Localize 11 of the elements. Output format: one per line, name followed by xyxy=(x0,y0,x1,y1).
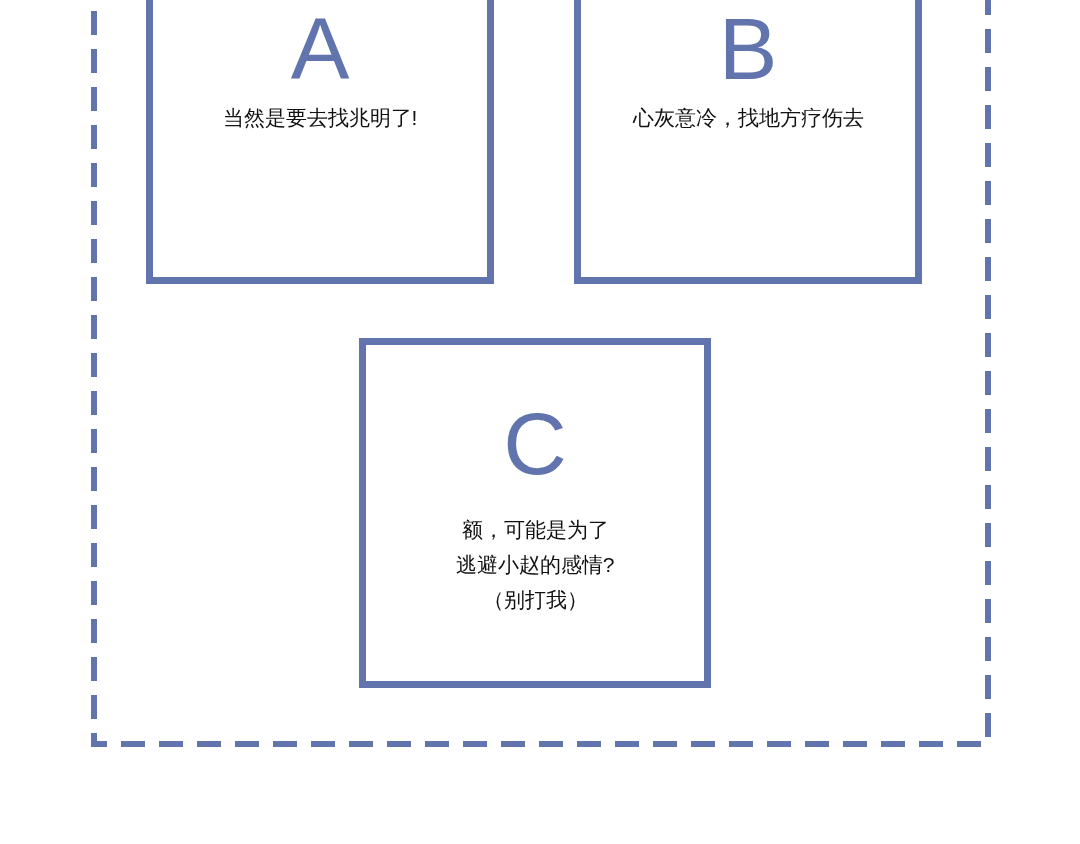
option-card xyxy=(359,338,711,688)
option-letter: C xyxy=(503,400,567,488)
option-card xyxy=(146,0,494,284)
option-text: 当然是要去找兆明了! xyxy=(222,105,418,131)
option-text: 心灰意冷，找地方疗伤去 xyxy=(632,105,864,131)
option-letter: A xyxy=(290,5,350,93)
option-card xyxy=(574,0,922,284)
option-letter: B xyxy=(718,5,778,93)
dashed-frame xyxy=(91,0,991,747)
option-text: 额，可能是为了逃避小赵的感情? xyxy=(454,517,616,578)
option-text: （别打我） xyxy=(482,587,588,613)
